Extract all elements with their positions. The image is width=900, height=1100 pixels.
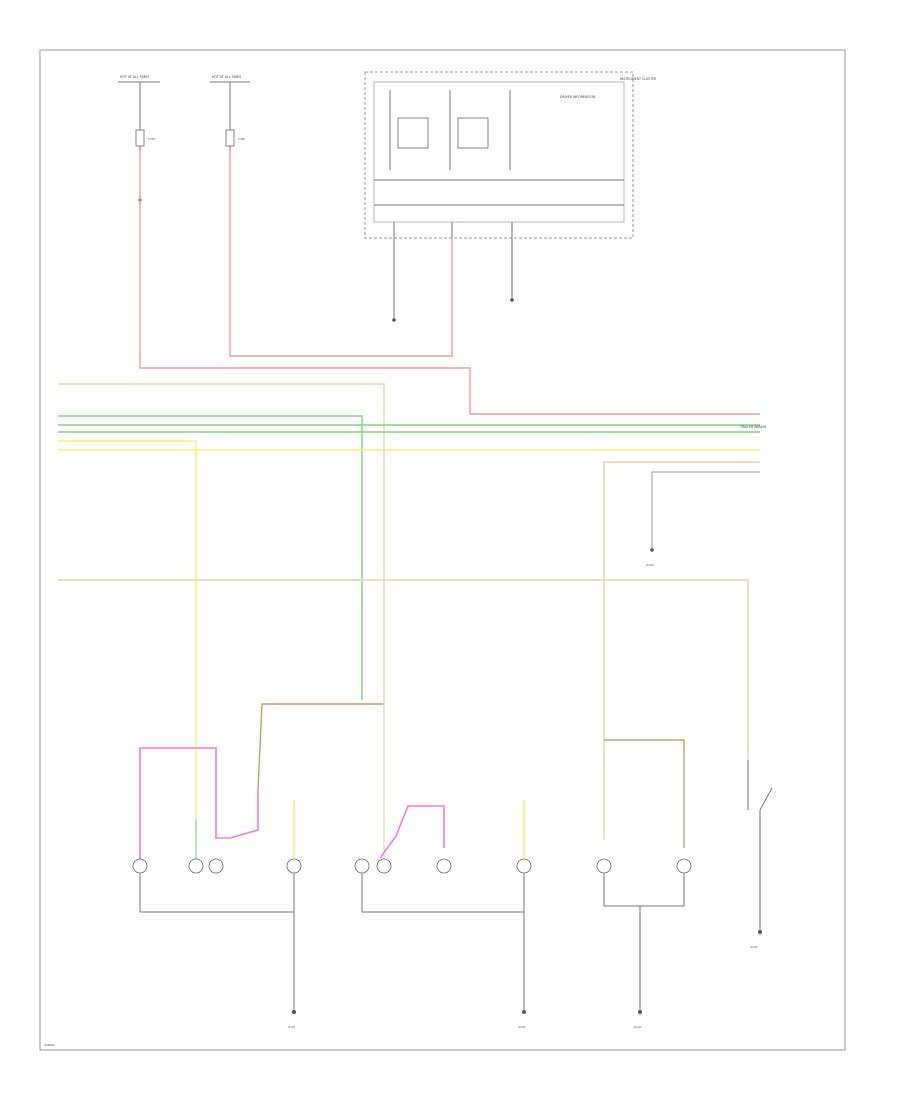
switch-group: G105 <box>747 760 773 949</box>
lamp-4 <box>286 858 302 874</box>
red-feed-wires <box>139 150 760 415</box>
lamp-7 <box>436 858 452 874</box>
right-lamp-cluster: G103 G104 <box>596 548 692 1029</box>
middle-lamp-cluster: G102 <box>354 700 532 1029</box>
fuse-right-label: FUSE <box>238 137 245 141</box>
ground-label-3: G103 <box>634 1025 642 1029</box>
fuse-left-group: HOT AT ALL TIMES FUSE <box>118 75 160 202</box>
bus-wires: TRAILER WIRING <box>58 383 767 840</box>
module-subtitle: DRIVER INFORMATION <box>560 95 596 99</box>
lamp-1 <box>132 858 148 874</box>
diagram-frame <box>39 49 846 1051</box>
fuse-right-group: HOT AT ALL TIMES FUSE <box>210 75 250 150</box>
lamp-10 <box>676 858 692 874</box>
trailer-wiring-label: TRAILER WIRING <box>739 425 767 429</box>
fuse-right <box>225 129 235 147</box>
lamp-6 <box>376 858 392 874</box>
lamp-2 <box>188 858 204 874</box>
ground-label-1: G101 <box>288 1025 296 1029</box>
fuse-left-label: FUSE <box>148 137 155 141</box>
lamp-8 <box>516 858 532 874</box>
lamp-5 <box>354 858 370 874</box>
module-title: INSTRUMENT CLUSTER <box>620 77 657 81</box>
lamp-9 <box>596 858 612 874</box>
fuse-left <box>135 129 145 147</box>
hot-label-right: HOT AT ALL TIMES <box>212 75 241 79</box>
lamp-3 <box>208 858 224 874</box>
ground-label-2: G102 <box>518 1025 526 1029</box>
ground-label-4: G104 <box>646 563 654 567</box>
ground-label-5: G105 <box>750 945 758 949</box>
hot-label-left: HOT AT ALL TIMES <box>120 75 149 79</box>
left-lamp-cluster: G101 <box>132 703 384 1029</box>
footer-label: WIRING <box>44 1043 55 1047</box>
instrument-cluster-module: DRIVER INFORMATION INSTRUMENT CLUSTER <box>364 71 657 322</box>
